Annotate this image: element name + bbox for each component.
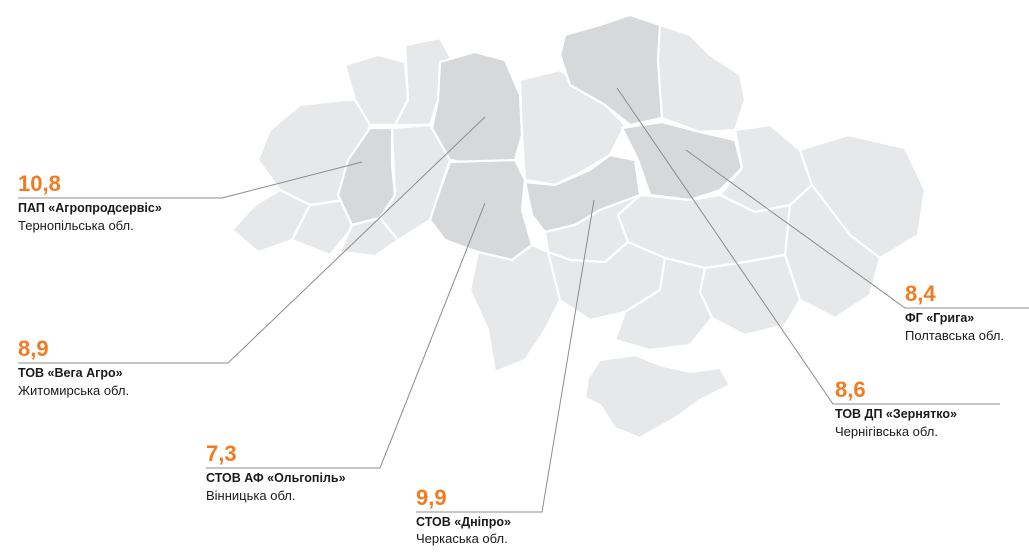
- oblast-name: Черкаська обл.: [416, 531, 508, 546]
- leader-lines: [18, 87, 1029, 513]
- leader-line-cherkasy: [416, 199, 595, 513]
- region-zhytomyr: [430, 50, 524, 167]
- yield-value: 10,8: [18, 171, 61, 196]
- farm-name: ТОВ ДП «Зернятко»: [835, 407, 957, 421]
- callout-poltava: 8,4 ФГ «Грига» Полтавська обл.: [905, 282, 1004, 345]
- callout-cherkasy: 9,9 СТОВ «Дніпро» Черкаська обл.: [416, 486, 511, 547]
- leader-line-vinnytsia: [206, 202, 486, 469]
- leader-line-ternopil: [18, 161, 363, 199]
- oblast-name: Тернопільська обл.: [18, 218, 134, 233]
- yield-value: 8,4: [905, 281, 936, 306]
- yield-value: 8,9: [18, 336, 49, 361]
- region-kherson: [613, 256, 714, 352]
- region-odesa: [468, 243, 562, 374]
- callout-ternopil: 10,8 ПАП «Агропродсервіс» Тернопільська …: [18, 172, 162, 235]
- yield-value: 8,6: [835, 377, 866, 402]
- region-zaporizhzhia: [698, 253, 802, 337]
- farm-name: ТОВ «Вега Агро»: [18, 366, 123, 380]
- oblast-name: Чернігівська обл.: [835, 424, 938, 439]
- yield-value: 7,3: [206, 441, 237, 466]
- callout-chernihiv: 8,6 ТОВ ДП «Зернятко» Чернігівська обл.: [835, 378, 957, 441]
- leader-line-poltava: [685, 149, 1029, 309]
- callout-vinnytsia: 7,3 СТОВ АФ «Ольгопіль» Вінницька обл.: [206, 442, 346, 505]
- region-sumy: [656, 23, 747, 134]
- leader-line-zhytomyr: [18, 116, 486, 364]
- oblast-name: Житомирська обл.: [18, 383, 130, 398]
- callout-zhytomyr: 8,9 ТОВ «Вега Агро» Житомирська обл.: [18, 337, 129, 400]
- oblast-name: Полтавська обл.: [905, 328, 1005, 343]
- farm-name: ПАП «Агропродсервіс»: [18, 201, 162, 215]
- region-ivano-frankivsk: [290, 198, 354, 257]
- farm-name: ФГ «Грига»: [905, 311, 975, 325]
- region-poltava: [620, 120, 744, 202]
- farm-name: СТОВ АФ «Ольгопіль»: [206, 471, 346, 485]
- region-vinnytsia: [428, 158, 534, 262]
- oblast-name: Вінницька обл.: [206, 488, 296, 503]
- region-rivne: [393, 36, 454, 127]
- oblast-regions: [230, 13, 927, 440]
- region-chernivtsi: [338, 216, 400, 258]
- leader-line-chernihiv: [616, 87, 1000, 405]
- farm-name: СТОВ «Дніпро»: [416, 515, 511, 529]
- region-crimea: [583, 353, 732, 440]
- yield-value: 9,9: [416, 485, 447, 510]
